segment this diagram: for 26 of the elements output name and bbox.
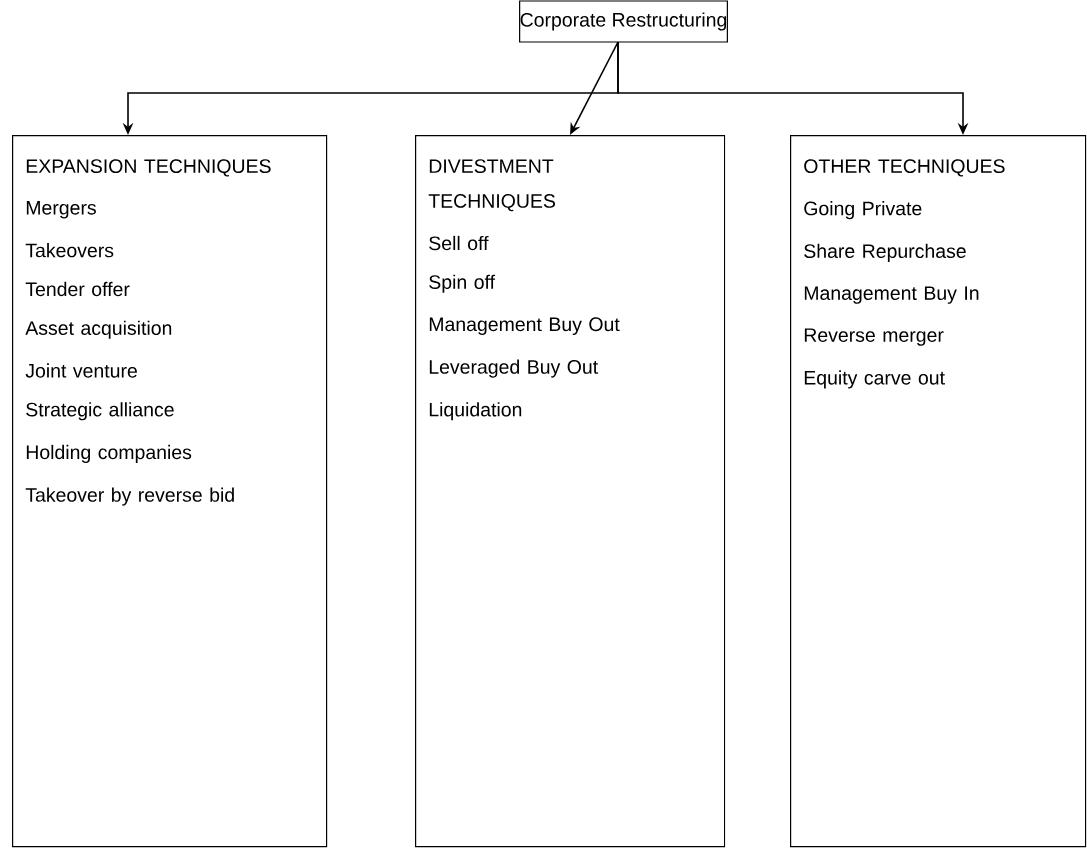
list-item: Takeover by reverse bid xyxy=(25,487,234,506)
technique-column xyxy=(12,135,328,848)
technique-column xyxy=(415,135,726,848)
list-item: Strategic alliance xyxy=(26,402,174,421)
title-box: Corporate Restructuring xyxy=(519,0,728,43)
list-item: Asset acquisition xyxy=(25,320,172,339)
list-item: Mergers xyxy=(26,201,96,219)
technique-column xyxy=(790,135,1087,848)
list-item: Share Repurchase xyxy=(804,243,966,262)
list-item: Management Buy In xyxy=(804,286,979,304)
list-item: Takeovers xyxy=(25,243,114,258)
list-item: Reverse merger xyxy=(804,328,944,346)
list-item: Spin off xyxy=(429,274,496,293)
column-heading: DIVESTMENT TECHNIQUES xyxy=(428,159,555,212)
list-item: Tender offer xyxy=(25,281,130,297)
list-item: Equity carve out xyxy=(804,370,945,389)
list-item: Sell off xyxy=(429,235,489,251)
list-item: Holding companies xyxy=(26,444,192,463)
list-item: Joint venture xyxy=(25,363,137,378)
column-heading: OTHER TECHNIQUES xyxy=(804,159,1005,177)
column-heading: EXPANSION TECHNIQUES xyxy=(26,159,271,177)
list-item: Management Buy Out xyxy=(429,317,620,335)
list-item: Liquidation xyxy=(429,402,522,421)
arrow xyxy=(570,41,619,135)
list-item: Leveraged Buy Out xyxy=(429,359,598,378)
list-item: Going Private xyxy=(804,201,922,220)
